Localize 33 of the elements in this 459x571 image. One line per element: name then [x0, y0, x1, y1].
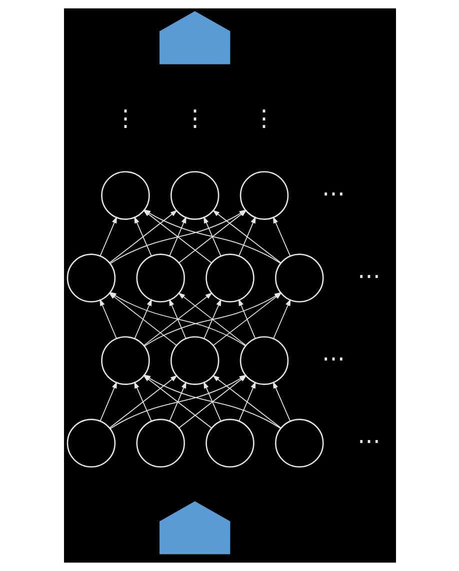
label: ⋯	[322, 180, 345, 206]
label: ⋮	[252, 104, 276, 131]
arrow	[134, 216, 152, 256]
label: ⋮	[113, 104, 136, 131]
arrow	[134, 381, 152, 422]
arrow	[203, 381, 221, 422]
arrow	[238, 298, 256, 339]
arrow	[178, 292, 246, 346]
arrow	[238, 216, 256, 256]
label: ⋯	[356, 428, 380, 454]
arrow	[272, 216, 290, 256]
arrow	[99, 381, 117, 422]
arrow	[134, 298, 152, 339]
node-circle	[66, 418, 116, 468]
arrow	[238, 381, 256, 422]
arrow	[142, 292, 212, 346]
arrow	[168, 298, 186, 339]
node-circle	[205, 418, 254, 468]
arrow	[272, 381, 290, 422]
arrow	[99, 298, 116, 339]
arrow	[99, 216, 117, 256]
label: ⋯	[322, 345, 345, 372]
arrow	[203, 216, 221, 256]
node-arrow	[159, 501, 230, 554]
arrow	[168, 381, 186, 422]
label: ⋯	[356, 262, 380, 289]
arrow	[168, 216, 186, 256]
arrow	[272, 298, 290, 339]
arrow	[203, 298, 221, 339]
node-circle	[136, 418, 184, 468]
node-circle	[274, 418, 324, 468]
label: ⋮	[182, 104, 206, 131]
node-arrow	[159, 11, 230, 64]
